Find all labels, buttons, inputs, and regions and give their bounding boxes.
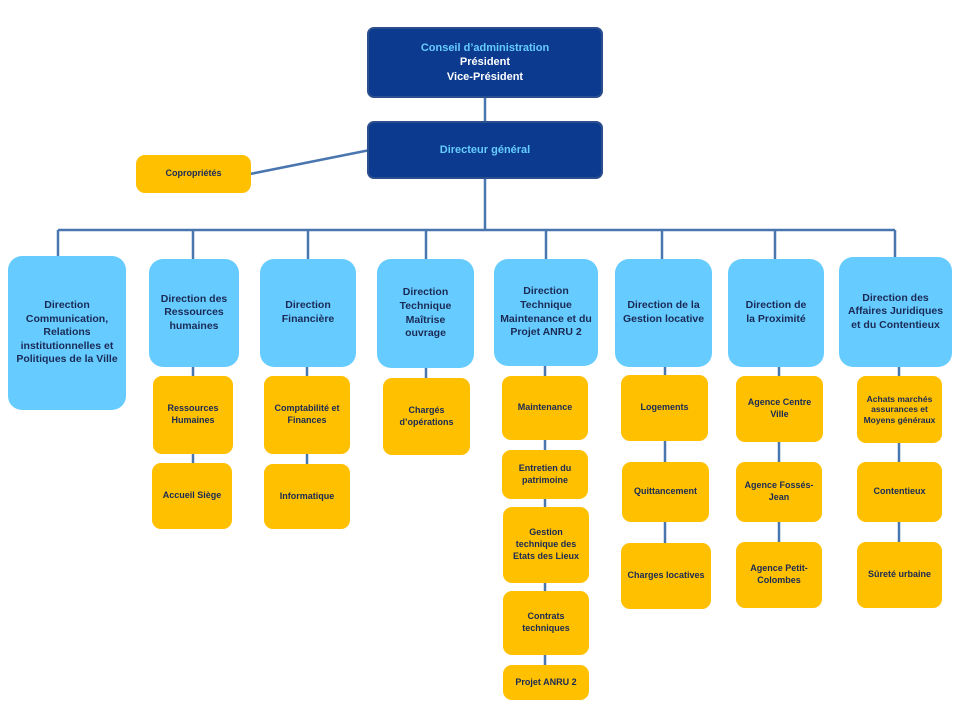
direction-label: Direction de la Gestion locative <box>622 299 705 325</box>
direction-label: Direction Communication, Relations insti… <box>16 298 118 366</box>
sub-label: Ressources Humaines <box>167 403 219 425</box>
sub-label: Contrats techniques <box>522 611 570 633</box>
direction-technique-mo: Direction Technique Maîtrise ouvrage <box>377 259 474 368</box>
sub-label: Agence Fossés-Jean <box>744 480 814 502</box>
ceo-label: Directeur général <box>439 143 531 156</box>
sub-label: Comptabilité et Finances <box>274 403 340 425</box>
sub-label: Accueil Siège <box>162 490 222 501</box>
board-box: Conseil d’administration Président Vice-… <box>367 27 603 98</box>
sub-label: Achats marchés assurances et Moyens géné… <box>863 393 936 425</box>
sub-contrats-techniques: Contrats techniques <box>503 591 589 655</box>
sub-label: Maintenance <box>517 402 573 413</box>
sub-label: Informatique <box>279 490 335 501</box>
direction-gestion-locative: Direction de la Gestion locative <box>615 259 712 367</box>
direction-communication: Direction Communication, Relations insti… <box>8 256 126 410</box>
sub-projet-anru2: Projet ANRU 2 <box>503 665 589 700</box>
sub-informatique: Informatique <box>264 464 350 529</box>
sub-label: Quittancement <box>633 486 697 497</box>
sub-contentieux: Contentieux <box>857 462 942 522</box>
direction-label: Direction Technique Maintenance et du Pr… <box>500 285 592 339</box>
sub-achats-marches: Achats marchés assurances et Moyens géné… <box>857 376 942 443</box>
sub-surete-urbaine: Sûreté urbaine <box>857 542 942 608</box>
direction-label: Direction des Affaires Juridiques et du … <box>847 291 944 331</box>
sub-comptabilite: Comptabilité et Finances <box>264 376 350 454</box>
board-vice-president: Vice-Président <box>446 70 524 83</box>
direction-juridique: Direction des Affaires Juridiques et du … <box>839 257 952 367</box>
sub-agence-petit-colombes: Agence Petit-Colombes <box>736 542 822 608</box>
sub-label: Charges locatives <box>627 570 705 581</box>
coproprietes-box: Copropriétés <box>136 155 251 193</box>
sub-label: Gestion technique des Etats des Lieux <box>512 527 580 561</box>
board-title: Conseil d’administration <box>420 42 550 55</box>
coproprietes-label: Copropriétés <box>165 168 222 179</box>
sub-label: Projet ANRU 2 <box>515 676 577 687</box>
sub-label: Chargés d’opérations <box>399 404 454 427</box>
sub-label: Sûreté urbaine <box>867 569 932 580</box>
sub-quittancement: Quittancement <box>622 462 709 522</box>
sub-entretien-patrimoine: Entretien du patrimoine <box>502 450 588 499</box>
board-president: Président <box>459 56 511 69</box>
direction-label: Direction Technique Maîtrise ouvrage <box>399 286 452 340</box>
sub-agence-centre-ville: Agence Centre Ville <box>736 376 823 442</box>
sub-charges-operations: Chargés d’opérations <box>383 378 470 455</box>
direction-financiere: Direction Financière <box>260 259 356 367</box>
sub-charges-locatives: Charges locatives <box>621 543 711 609</box>
sub-maintenance: Maintenance <box>502 376 588 440</box>
ceo-box: Directeur général <box>367 121 603 179</box>
sub-gestion-technique-edl: Gestion technique des Etats des Lieux <box>503 507 589 583</box>
sub-label: Entretien du patrimoine <box>518 462 572 485</box>
direction-rh: Direction des Ressources humaines <box>149 259 239 367</box>
direction-label: Direction des Ressources humaines <box>160 292 228 332</box>
sub-label: Agence Centre Ville <box>747 397 812 419</box>
sub-agence-fosses-jean: Agence Fossés-Jean <box>736 462 822 522</box>
direction-technique-maintenance: Direction Technique Maintenance et du Pr… <box>494 259 598 366</box>
sub-label: Contentieux <box>873 486 926 497</box>
sub-label: Agence Petit-Colombes <box>750 563 808 585</box>
sub-logements: Logements <box>621 375 708 441</box>
sub-ressources-humaines: Ressources Humaines <box>153 376 233 454</box>
direction-label: Direction de la Proximité <box>745 299 807 325</box>
direction-label: Direction Financière <box>281 299 335 325</box>
direction-proximite: Direction de la Proximité <box>728 259 824 367</box>
sub-accueil-siege: Accueil Siège <box>152 463 232 529</box>
sub-label: Logements <box>640 402 689 413</box>
